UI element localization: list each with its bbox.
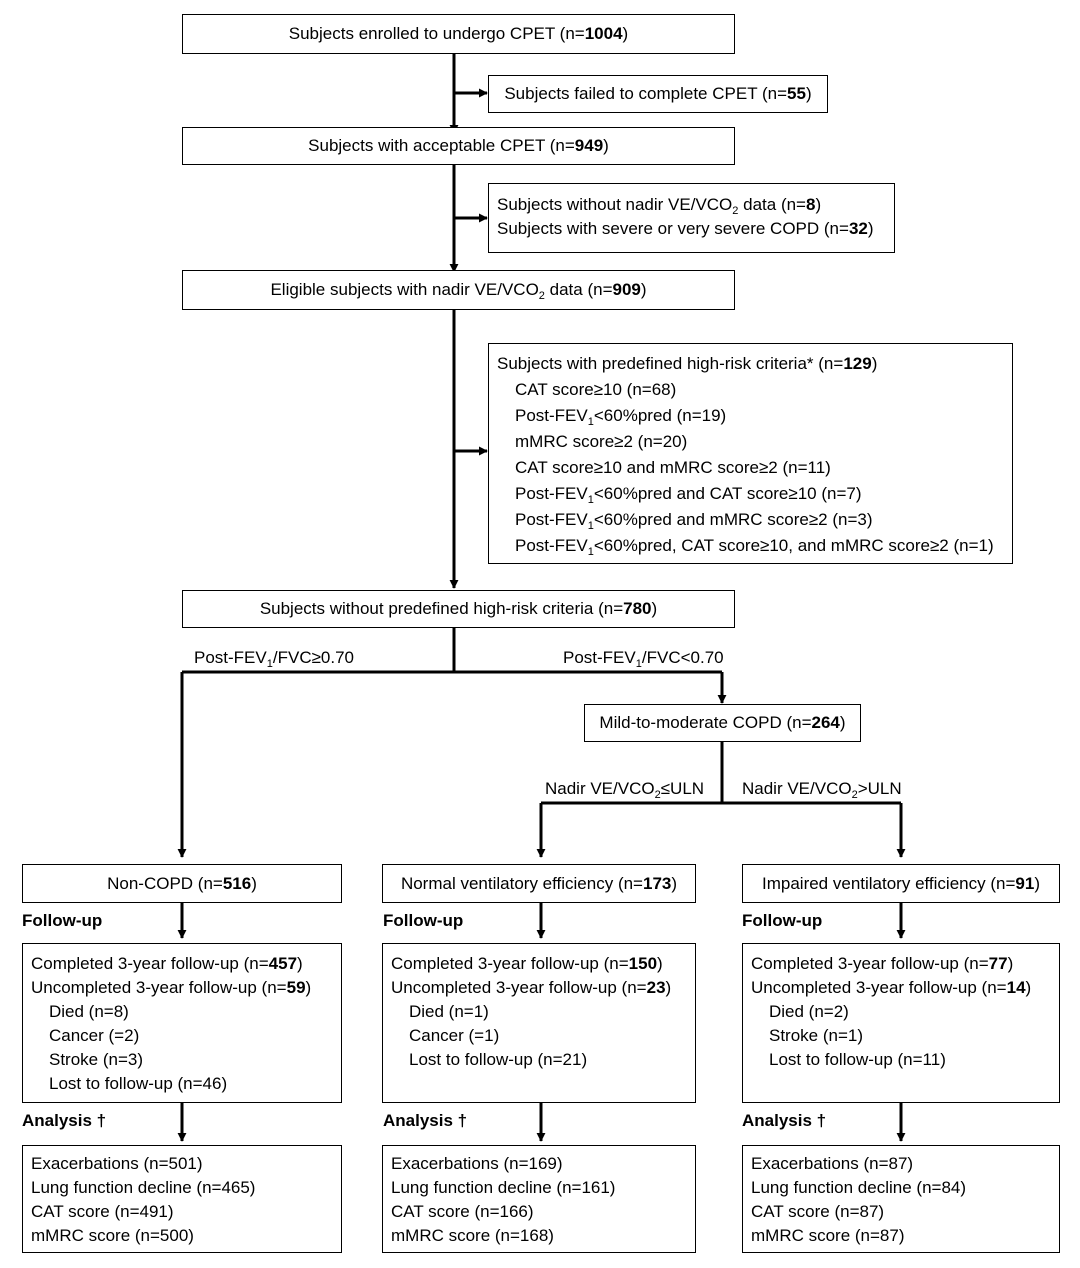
excluded-box: Subjects without nadir VE/VCO2 data (n=8… (488, 183, 895, 253)
impaired-efficiency-followup-box: Completed 3-year follow-up (n=77) Uncomp… (742, 943, 1060, 1103)
non-copd-followup-box: Completed 3-year follow-up (n=457) Uncom… (22, 943, 342, 1103)
reason-item: Cancer (=1) (409, 1026, 500, 1045)
reason-item: Cancer (=2) (49, 1026, 140, 1045)
highrisk-box: Subjects with predefined high-risk crite… (488, 343, 1013, 564)
followup-heading: Follow-up (22, 911, 103, 930)
failed-box: Subjects failed to complete CPET (n=55) (488, 75, 828, 113)
label-fvc-ge-070: Post-FEV1/FVC≥0.70 (194, 648, 355, 670)
highrisk-item: CAT score≥10 and mMRC score≥2 (n=11) (515, 458, 831, 477)
mild-moderate-copd-box: Mild-to-moderate COPD (n=264) (584, 704, 861, 742)
without-highrisk-box: Subjects without predefined high-risk cr… (182, 590, 735, 628)
analysis-heading: Analysis † (22, 1111, 107, 1130)
normal-efficiency-followup-box: Completed 3-year follow-up (n=150) Uncom… (382, 943, 696, 1103)
highrisk-item: Post-FEV1<60%pred and mMRC score≥2 (n=3) (515, 510, 873, 532)
analysis-item: mMRC score (n=87) (751, 1226, 905, 1245)
enrolled-text: Subjects enrolled to undergo CPET (n=100… (288, 24, 629, 43)
analysis-item: Exacerbations (n=501) (31, 1154, 203, 1173)
analysis-item: Exacerbations (n=169) (391, 1154, 563, 1173)
reason-item: Died (n=1) (409, 1002, 489, 1021)
reason-item: Died (n=8) (49, 1002, 129, 1021)
reason-item: Lost to follow-up (n=21) (409, 1050, 588, 1069)
label-fvc-lt-070: Post-FEV1/FVC<0.70 (563, 648, 724, 670)
uncompleted-line: Uncompleted 3-year follow-up (n=59) (31, 978, 312, 997)
analysis-item: Lung function decline (n=465) (31, 1178, 256, 1197)
highrisk-title: Subjects with predefined high-risk crite… (497, 354, 878, 373)
impaired-efficiency-analysis-box: Exacerbations (n=87) Lung function decli… (742, 1145, 1060, 1253)
reason-item: Lost to follow-up (n=11) (769, 1050, 946, 1069)
mild-moderate-text: Mild-to-moderate COPD (n=264) (599, 713, 846, 732)
analysis-item: CAT score (n=166) (391, 1202, 534, 1221)
highrisk-item: mMRC score≥2 (n=20) (515, 432, 688, 451)
impaired-efficiency-box: Impaired ventilatory efficiency (n=91) (742, 864, 1060, 903)
non-copd-box: Non-COPD (n=516) (22, 864, 342, 903)
analysis-item: Lung function decline (n=161) (391, 1178, 616, 1197)
completed-line: Completed 3-year follow-up (n=150) (391, 954, 663, 973)
normal-efficiency-box: Normal ventilatory efficiency (n=173) (382, 864, 696, 903)
uncompleted-line: Uncompleted 3-year follow-up (n=14) (751, 978, 1032, 997)
eligible-box: Eligible subjects with nadir VE/VCO2 dat… (182, 270, 735, 310)
excluded-severe-copd: Subjects with severe or very severe COPD… (497, 219, 874, 238)
acceptable-box: Subjects with acceptable CPET (n=949) (182, 127, 735, 165)
reason-item: Stroke (n=3) (49, 1050, 144, 1069)
followup-heading: Follow-up (742, 911, 823, 930)
label-ve-gt-uln: Nadir VE/VCO2>ULN (742, 779, 902, 801)
highrisk-item: CAT score≥10 (n=68) (515, 380, 677, 399)
group-title: Impaired ventilatory efficiency (n=91) (762, 873, 1040, 893)
analysis-heading: Analysis † (742, 1111, 827, 1130)
excluded-no-nadir: Subjects without nadir VE/VCO2 data (n=8… (497, 195, 822, 217)
analysis-item: CAT score (n=87) (751, 1202, 885, 1221)
failed-text: Subjects failed to complete CPET (n=55) (504, 84, 812, 103)
highrisk-item: Post-FEV1<60%pred (n=19) (515, 406, 727, 428)
analysis-heading: Analysis † (383, 1111, 468, 1130)
acceptable-text: Subjects with acceptable CPET (n=949) (308, 136, 609, 155)
uncompleted-line: Uncompleted 3-year follow-up (n=23) (391, 978, 672, 997)
non-copd-analysis-box: Exacerbations (n=501) Lung function decl… (22, 1145, 342, 1253)
label-ve-le-uln: Nadir VE/VCO2≤ULN (545, 779, 705, 801)
analysis-item: mMRC score (n=168) (391, 1226, 554, 1245)
reason-item: Died (n=2) (769, 1002, 849, 1021)
completed-line: Completed 3-year follow-up (n=77) (751, 954, 1014, 973)
group-title: Non-COPD (n=516) (107, 873, 257, 893)
group-title: Normal ventilatory efficiency (n=173) (400, 873, 678, 893)
highrisk-item: Post-FEV1<60%pred, CAT score≥10, and mMR… (515, 536, 994, 558)
reason-item: Lost to follow-up (n=46) (49, 1074, 228, 1093)
normal-efficiency-analysis-box: Exacerbations (n=169) Lung function decl… (382, 1145, 696, 1253)
analysis-item: Exacerbations (n=87) (751, 1154, 914, 1173)
followup-heading: Follow-up (383, 911, 464, 930)
without-highrisk-text: Subjects without predefined high-risk cr… (259, 599, 658, 618)
completed-line: Completed 3-year follow-up (n=457) (31, 954, 303, 973)
analysis-item: CAT score (n=491) (31, 1202, 174, 1221)
enrolled-box: Subjects enrolled to undergo CPET (n=100… (182, 14, 735, 54)
highrisk-item: Post-FEV1<60%pred and CAT score≥10 (n=7) (515, 484, 862, 506)
reason-item: Stroke (n=1) (769, 1026, 864, 1045)
eligible-text: Eligible subjects with nadir VE/VCO2 dat… (270, 280, 647, 302)
analysis-item: Lung function decline (n=84) (751, 1178, 967, 1197)
analysis-item: mMRC score (n=500) (31, 1226, 194, 1245)
